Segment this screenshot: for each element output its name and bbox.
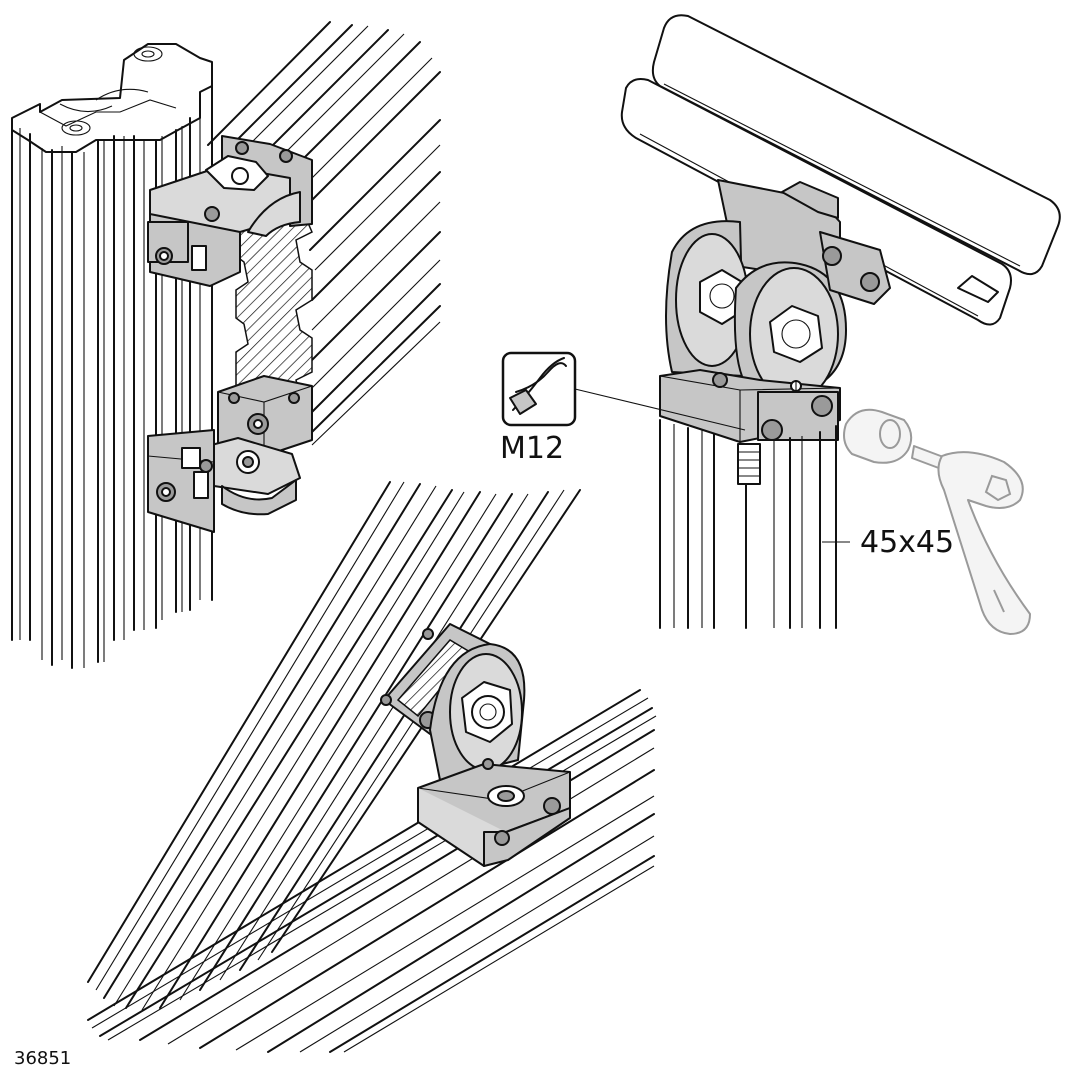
diagonal-hinge-bracket bbox=[380, 623, 571, 867]
thread-size-callout: M12 bbox=[500, 351, 746, 466]
horizontal-profile-lower bbox=[87, 689, 657, 1053]
tilt-hinge bbox=[659, 179, 891, 443]
lower-hinge-bracket bbox=[147, 375, 313, 533]
clamping-lever bbox=[843, 408, 1031, 635]
top-left-view bbox=[11, 21, 441, 669]
top-right-view bbox=[620, 14, 1061, 635]
profile-size-label: 45x45 bbox=[860, 525, 954, 560]
bolt-thread bbox=[737, 443, 761, 485]
bottom-view bbox=[87, 481, 657, 1053]
figure-number: 36851 bbox=[14, 1048, 71, 1069]
profile-size-callout: 45x45 bbox=[822, 525, 954, 560]
vertical-profile bbox=[11, 43, 213, 669]
thread-size-label: M12 bbox=[500, 431, 564, 466]
vertical-profile-45 bbox=[659, 419, 837, 629]
diagonal-profile-lower bbox=[87, 481, 581, 1011]
upper-hinge-bracket bbox=[147, 135, 313, 287]
